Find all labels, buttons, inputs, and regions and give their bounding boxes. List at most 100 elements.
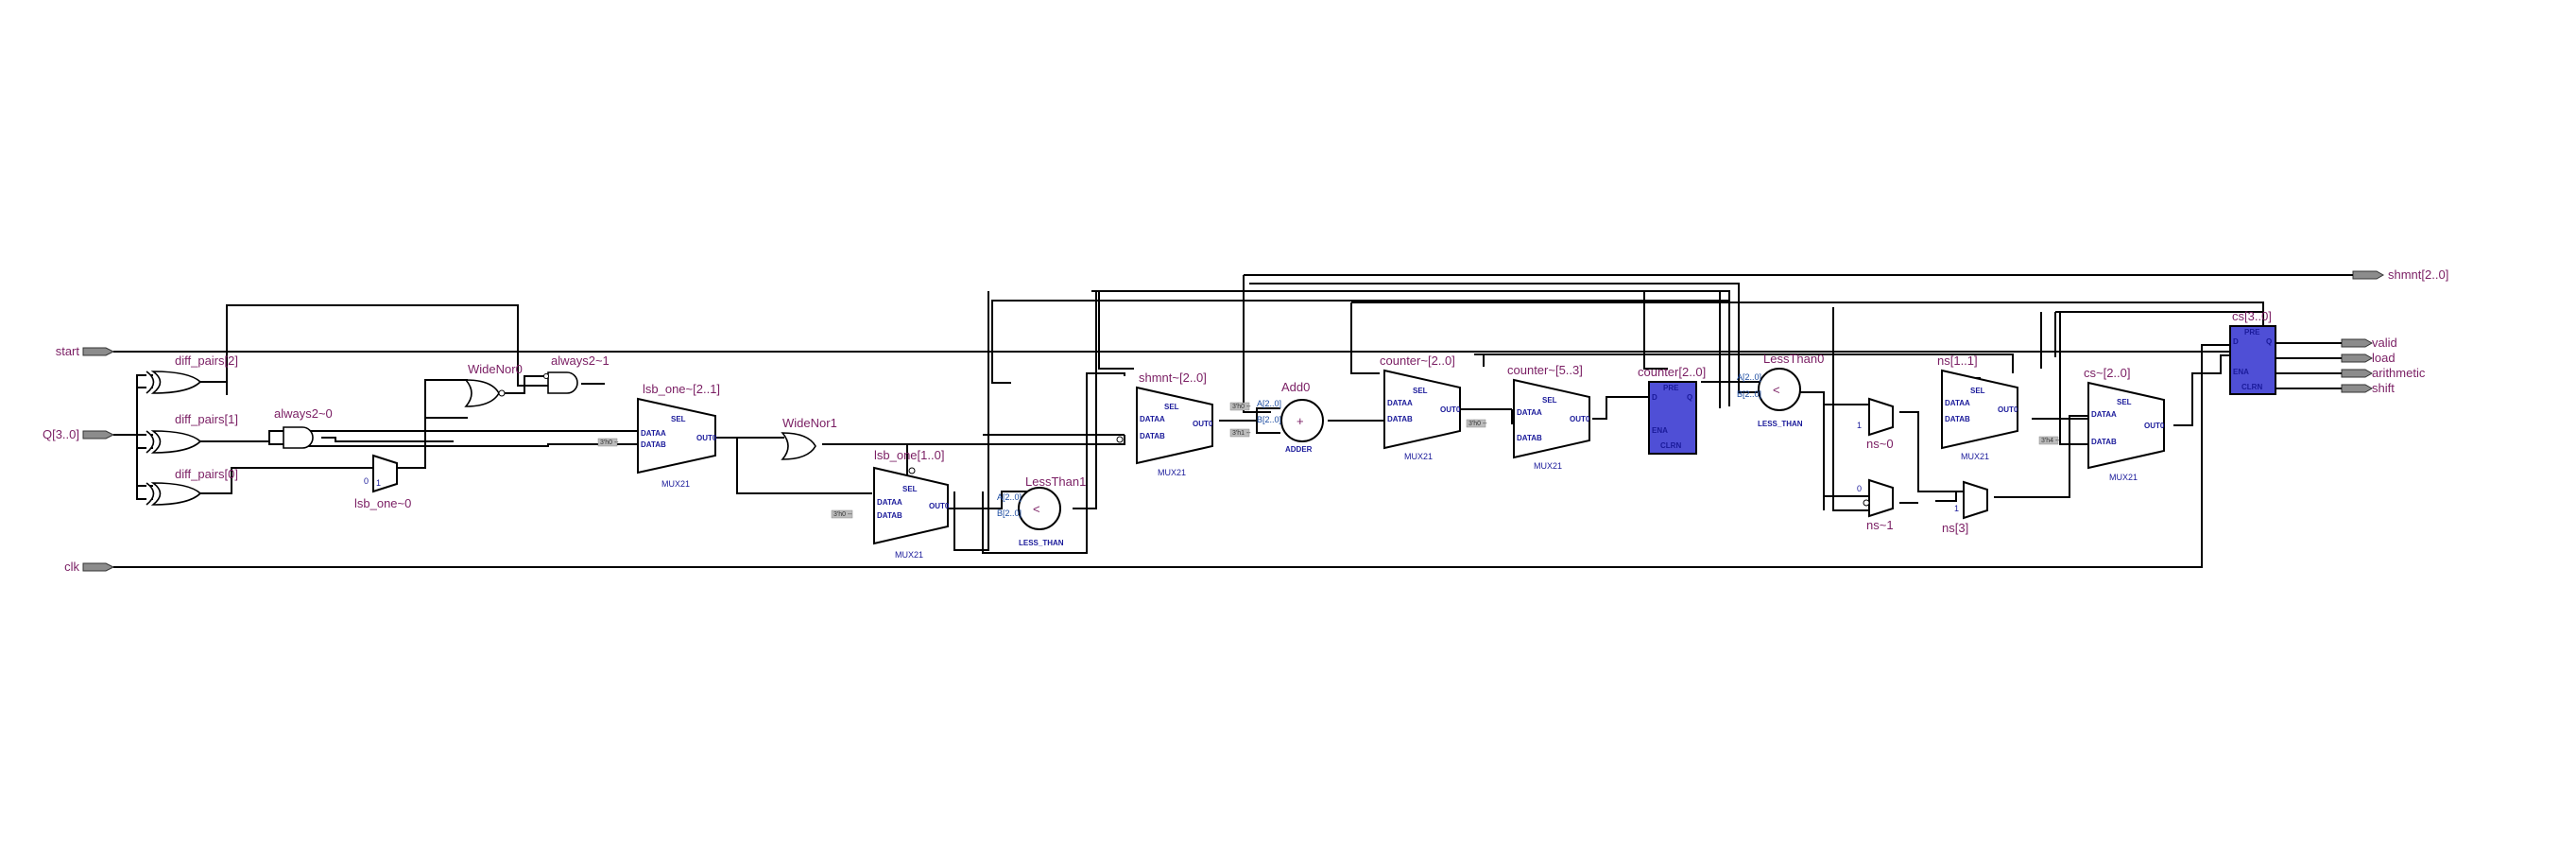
lsb-one-10-mux[interactable]: SEL DATAA DATAB OUT0 MUX21 lsb_one[1..0]… [831, 448, 950, 560]
input-port-start[interactable]: start [56, 344, 115, 358]
cs-20-const: 3'h4 -- [2041, 438, 2060, 444]
always2-0-gate[interactable]: always2~0 [274, 406, 333, 449]
always2-1-gate[interactable]: always2~1 [543, 353, 610, 394]
lsb-one-10-dataa: DATAA [877, 498, 902, 507]
cs-register-label: cs[3..0] [2232, 309, 2272, 323]
ns-10-type: MUX21 [1961, 452, 1989, 461]
counter-20-label: counter~[2..0] [1380, 353, 1455, 368]
add0-const-a: 3'h0 -- [1232, 404, 1251, 410]
counter-53-datab: DATAB [1517, 434, 1542, 442]
ns-1-label: ns~1 [1866, 518, 1894, 532]
output-port-shift[interactable]: shift [2341, 381, 2395, 395]
counter-53-mux[interactable]: SEL DATAA DATAB OUT0 MUX21 counter~[5..3… [1466, 363, 1590, 471]
lsb-one-0-label: lsb_one~0 [354, 496, 411, 510]
lsb-one-21-datab: DATAB [641, 440, 666, 449]
add0-b: B[2..0] [1257, 415, 1281, 424]
diff-pairs-1-gate[interactable]: diff_pairs[1] [146, 412, 238, 454]
ns-3-pin1: 1 [1954, 504, 1959, 513]
widenor1-label: WideNor1 [782, 416, 837, 430]
cs-20-datab: DATAB [2091, 438, 2117, 446]
lessthan0-label: LessThan0 [1763, 352, 1824, 366]
ns-10-out0: OUT0 [1998, 405, 2018, 414]
ns-1-mux[interactable]: 0 ns~1 [1857, 478, 1894, 532]
widenor1-gate[interactable]: WideNor1 [781, 416, 837, 460]
lsb-one-10-out0: OUT0 [929, 502, 950, 510]
ns-1-pin0: 0 [1857, 484, 1862, 493]
shmnt-20-label: shmnt~[2..0] [1139, 371, 1207, 385]
input-port-clk[interactable]: clk [64, 560, 115, 574]
lsb-one-10-datab: DATAB [877, 511, 902, 520]
diff-pairs-2-gate[interactable]: diff_pairs[2] [146, 353, 238, 394]
output-port-valid[interactable]: valid [2341, 336, 2397, 350]
always2-0-label: always2~0 [274, 406, 333, 421]
cs-20-type: MUX21 [2109, 473, 2138, 482]
lsb-one-0-pin1: 1 [376, 478, 381, 488]
shmnt-20-sel: SEL [1164, 403, 1179, 411]
lsb-one-21-const: 3'h0 -- [600, 440, 619, 446]
lessthan0-symbol: < [1773, 383, 1780, 397]
output-port-shmnt[interactable]: shmnt[2..0] [2352, 267, 2448, 282]
lsb-one-21-label: lsb_one~[2..1] [643, 382, 720, 396]
counter-20-dataa: DATAA [1387, 399, 1413, 407]
always2-1-label: always2~1 [551, 353, 610, 368]
ns-10-sel: SEL [1970, 387, 1985, 395]
lessthan1-comparator[interactable]: LessThan1 < A[2..0] B[2..0] LESS_THAN [997, 474, 1086, 547]
ns-0-mux[interactable]: 1 ns~0 [1857, 397, 1894, 451]
shmnt-20-type: MUX21 [1158, 468, 1186, 477]
diff-pairs-1-label: diff_pairs[1] [175, 412, 238, 426]
lessthan0-a: A[2..0] [1737, 372, 1761, 382]
counter-register[interactable]: counter[2..0] PRE D Q ENA CLRN [1638, 365, 1706, 455]
lessthan1-label: LessThan1 [1025, 474, 1086, 489]
counter-register-q: Q [1687, 393, 1692, 402]
lsb-one-21-type: MUX21 [661, 479, 690, 489]
counter-register-d: D [1652, 393, 1657, 402]
counter-20-type: MUX21 [1404, 452, 1433, 461]
cs-register-ena: ENA [2233, 368, 2249, 376]
counter-register-label: counter[2..0] [1638, 365, 1706, 379]
counter-register-ena: ENA [1652, 426, 1668, 435]
shmnt-20-out0: OUT0 [1193, 420, 1213, 428]
add0-type: ADDER [1285, 445, 1313, 454]
lessthan0-b: B[2..0] [1737, 389, 1761, 399]
cs-20-mux[interactable]: SEL DATAA DATAB OUT0 MUX21 cs~[2..0] 3'h… [2038, 366, 2165, 482]
add0-adder[interactable]: Add0 + A[2..0] B[2..0] ADDER 3'h0 -- 3'h… [1229, 380, 1324, 454]
lsb-one-21-out0: OUT0 [696, 434, 717, 442]
port-label-q: Q[3..0] [43, 427, 79, 441]
ns-0-pin1: 1 [1857, 421, 1862, 430]
counter-20-out0: OUT0 [1440, 405, 1461, 414]
counter-20-mux[interactable]: SEL DATAA DATAB OUT0 MUX21 counter~[2..0… [1380, 353, 1461, 461]
output-port-load[interactable]: load [2341, 351, 2396, 365]
cs-register[interactable]: cs[3..0] PRE D Q ENA CLRN [2229, 309, 2276, 395]
add0-label: Add0 [1281, 380, 1310, 394]
lessthan0-comparator[interactable]: LessThan0 < A[2..0] B[2..0] LESS_THAN [1737, 352, 1824, 428]
lsb-one-0-mux[interactable]: 0 1 lsb_one~0 [354, 454, 411, 510]
counter-53-label: counter~[5..3] [1507, 363, 1583, 377]
cs-register-d: D [2233, 337, 2239, 346]
lessthan1-type: LESS_THAN [1019, 539, 1064, 547]
port-label-valid: valid [2372, 336, 2397, 350]
lsb-one-21-mux[interactable]: SEL DATAA DATAB OUT0 MUX21 lsb_one~[2..1… [597, 382, 720, 489]
lessthan0-type: LESS_THAN [1758, 420, 1803, 428]
ns-10-label: ns[1..1] [1937, 353, 1978, 368]
port-label-shmnt: shmnt[2..0] [2388, 267, 2448, 282]
ns-3-mux[interactable]: 1 ns[3] [1942, 480, 1988, 535]
input-port-q[interactable]: Q[3..0] [43, 427, 115, 441]
counter-register-pre: PRE [1663, 384, 1679, 392]
add0-symbol: + [1297, 414, 1304, 428]
lsb-one-10-type: MUX21 [895, 550, 923, 560]
counter-register-clrn: CLRN [1660, 441, 1681, 450]
diff-pairs-0-gate[interactable]: diff_pairs[0] [146, 467, 238, 506]
ns-10-mux[interactable]: SEL DATAA DATAB OUT0 MUX21 ns[1..1] [1937, 353, 2018, 461]
diff-pairs-0-label: diff_pairs[0] [175, 467, 238, 481]
cs-register-q: Q [2266, 337, 2272, 346]
shmnt-20-dataa: DATAA [1140, 415, 1165, 423]
shmnt-20-mux[interactable]: SEL DATAA DATAB OUT0 MUX21 shmnt~[2..0] [1116, 371, 1213, 477]
counter-53-const: 3'h0 -- [1468, 421, 1487, 427]
widenor0-gate[interactable]: WideNor0 [464, 362, 523, 407]
add0-const-b: 3'h1 -- [1232, 430, 1251, 437]
cs-20-label: cs~[2..0] [2084, 366, 2131, 380]
lessthan1-b: B[2..0] [997, 509, 1022, 518]
output-port-arithmetic[interactable]: arithmetic [2341, 366, 2426, 380]
counter-53-out0: OUT0 [1570, 415, 1590, 423]
